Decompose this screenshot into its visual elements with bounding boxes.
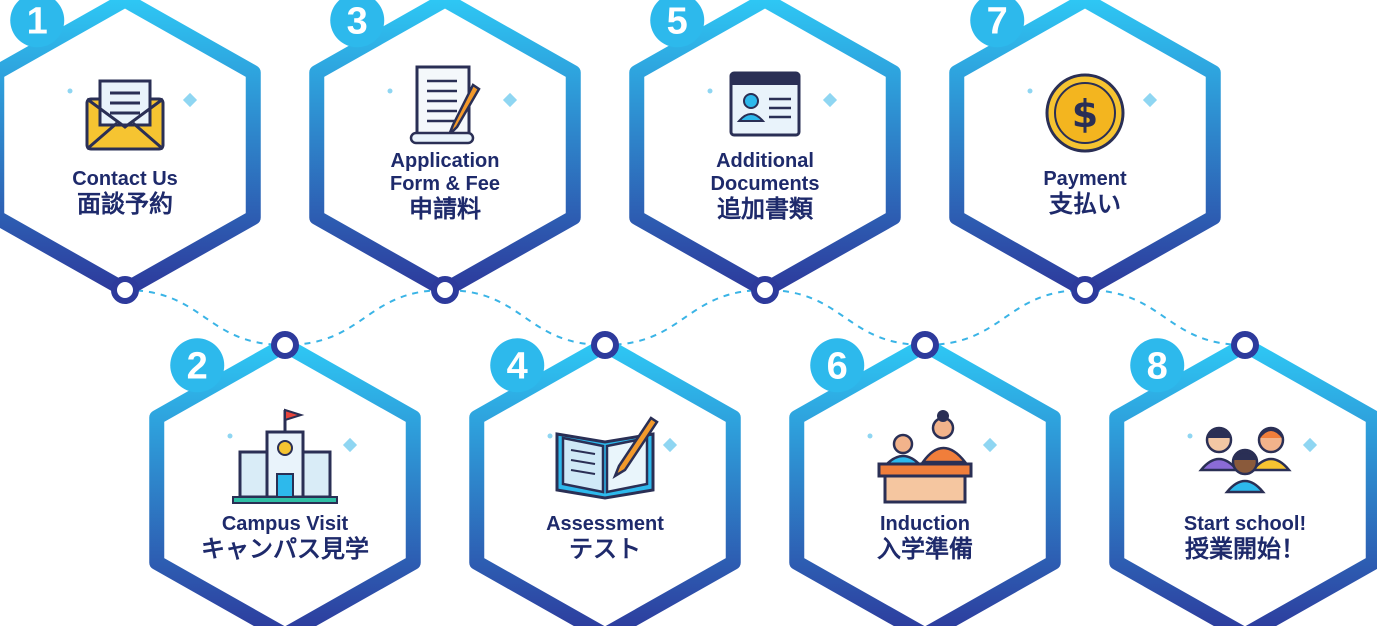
step-number-badge bbox=[490, 338, 545, 393]
scroll-document-icon bbox=[409, 65, 481, 145]
sparkle-dot bbox=[227, 433, 233, 439]
sparkle-decoration bbox=[342, 437, 358, 453]
step-number: 6 bbox=[827, 345, 848, 387]
student-teacher-desk-icon bbox=[877, 410, 973, 504]
step-label-en: Start school! bbox=[1184, 513, 1306, 535]
sparkle-dot bbox=[387, 88, 393, 94]
step-label-jp: 支払い bbox=[1049, 190, 1121, 218]
dollar-coin-icon: $ bbox=[1045, 73, 1125, 153]
connector-node bbox=[911, 331, 939, 359]
sparkle-decoration bbox=[1142, 92, 1158, 108]
step-label-jp: 追加書類 bbox=[717, 195, 814, 223]
step-number-badge bbox=[330, 0, 385, 48]
step-number-badge bbox=[810, 338, 865, 393]
sparkle-dot bbox=[67, 88, 73, 94]
sparkle-decoration bbox=[502, 92, 518, 108]
step-label-jp: 面談予約 bbox=[77, 190, 173, 218]
step-number: 7 bbox=[987, 0, 1008, 42]
sparkle-dot bbox=[867, 433, 873, 439]
connector-node bbox=[751, 276, 779, 304]
sparkle-dot bbox=[1027, 88, 1033, 94]
step-number: 5 bbox=[667, 0, 688, 42]
connector-node bbox=[431, 276, 459, 304]
envelope-icon bbox=[85, 79, 165, 151]
connector-node bbox=[1231, 331, 1259, 359]
step-number: 8 bbox=[1147, 345, 1168, 387]
step-label-jp: テスト bbox=[569, 535, 641, 563]
step-number: 3 bbox=[347, 0, 368, 42]
dashed-connector-path bbox=[124, 288, 1246, 347]
step-number-badge bbox=[970, 0, 1025, 48]
school-building-icon bbox=[232, 408, 338, 504]
svg-text:$: $ bbox=[1072, 92, 1098, 136]
step-number: 4 bbox=[507, 345, 528, 387]
step-label-en: Form & Fee bbox=[390, 173, 500, 195]
students-group-icon bbox=[1198, 426, 1292, 494]
sparkle-decoration bbox=[1302, 437, 1318, 453]
step-number-badge bbox=[1130, 338, 1185, 393]
step-label-en: Additional bbox=[716, 150, 814, 172]
profile-document-icon bbox=[729, 71, 801, 137]
connector-node bbox=[591, 331, 619, 359]
step-number: 2 bbox=[187, 345, 208, 387]
step-label-en: Campus Visit bbox=[222, 513, 349, 535]
connector-node bbox=[271, 331, 299, 359]
step-label-en: Induction bbox=[880, 513, 970, 535]
step-number: 1 bbox=[27, 0, 48, 42]
step-label-en: Payment bbox=[1043, 168, 1127, 190]
sparkle-dot bbox=[547, 433, 553, 439]
sparkle-decoration bbox=[982, 437, 998, 453]
connector-node bbox=[111, 276, 139, 304]
step-label-jp: キャンパス見学 bbox=[201, 535, 369, 563]
step-number-badge bbox=[10, 0, 65, 48]
step-label-jp: 申請料 bbox=[409, 195, 481, 223]
open-book-pencil-icon bbox=[555, 416, 659, 500]
step-label-jp: 授業開始！ bbox=[1185, 535, 1305, 563]
sparkle-decoration bbox=[662, 437, 678, 453]
sparkle-decoration bbox=[822, 92, 838, 108]
step-label-en: Application bbox=[391, 150, 500, 172]
sparkle-dot bbox=[1187, 433, 1193, 439]
step-label-en: Contact Us bbox=[72, 168, 178, 190]
step-number-badge bbox=[650, 0, 705, 48]
connector-node bbox=[1071, 276, 1099, 304]
step-number-badge bbox=[170, 338, 225, 393]
step-label-jp: 入学準備 bbox=[877, 535, 973, 563]
step-label-en: Documents bbox=[711, 173, 820, 195]
step-label-en: Assessment bbox=[546, 513, 664, 535]
sparkle-dot bbox=[707, 88, 713, 94]
